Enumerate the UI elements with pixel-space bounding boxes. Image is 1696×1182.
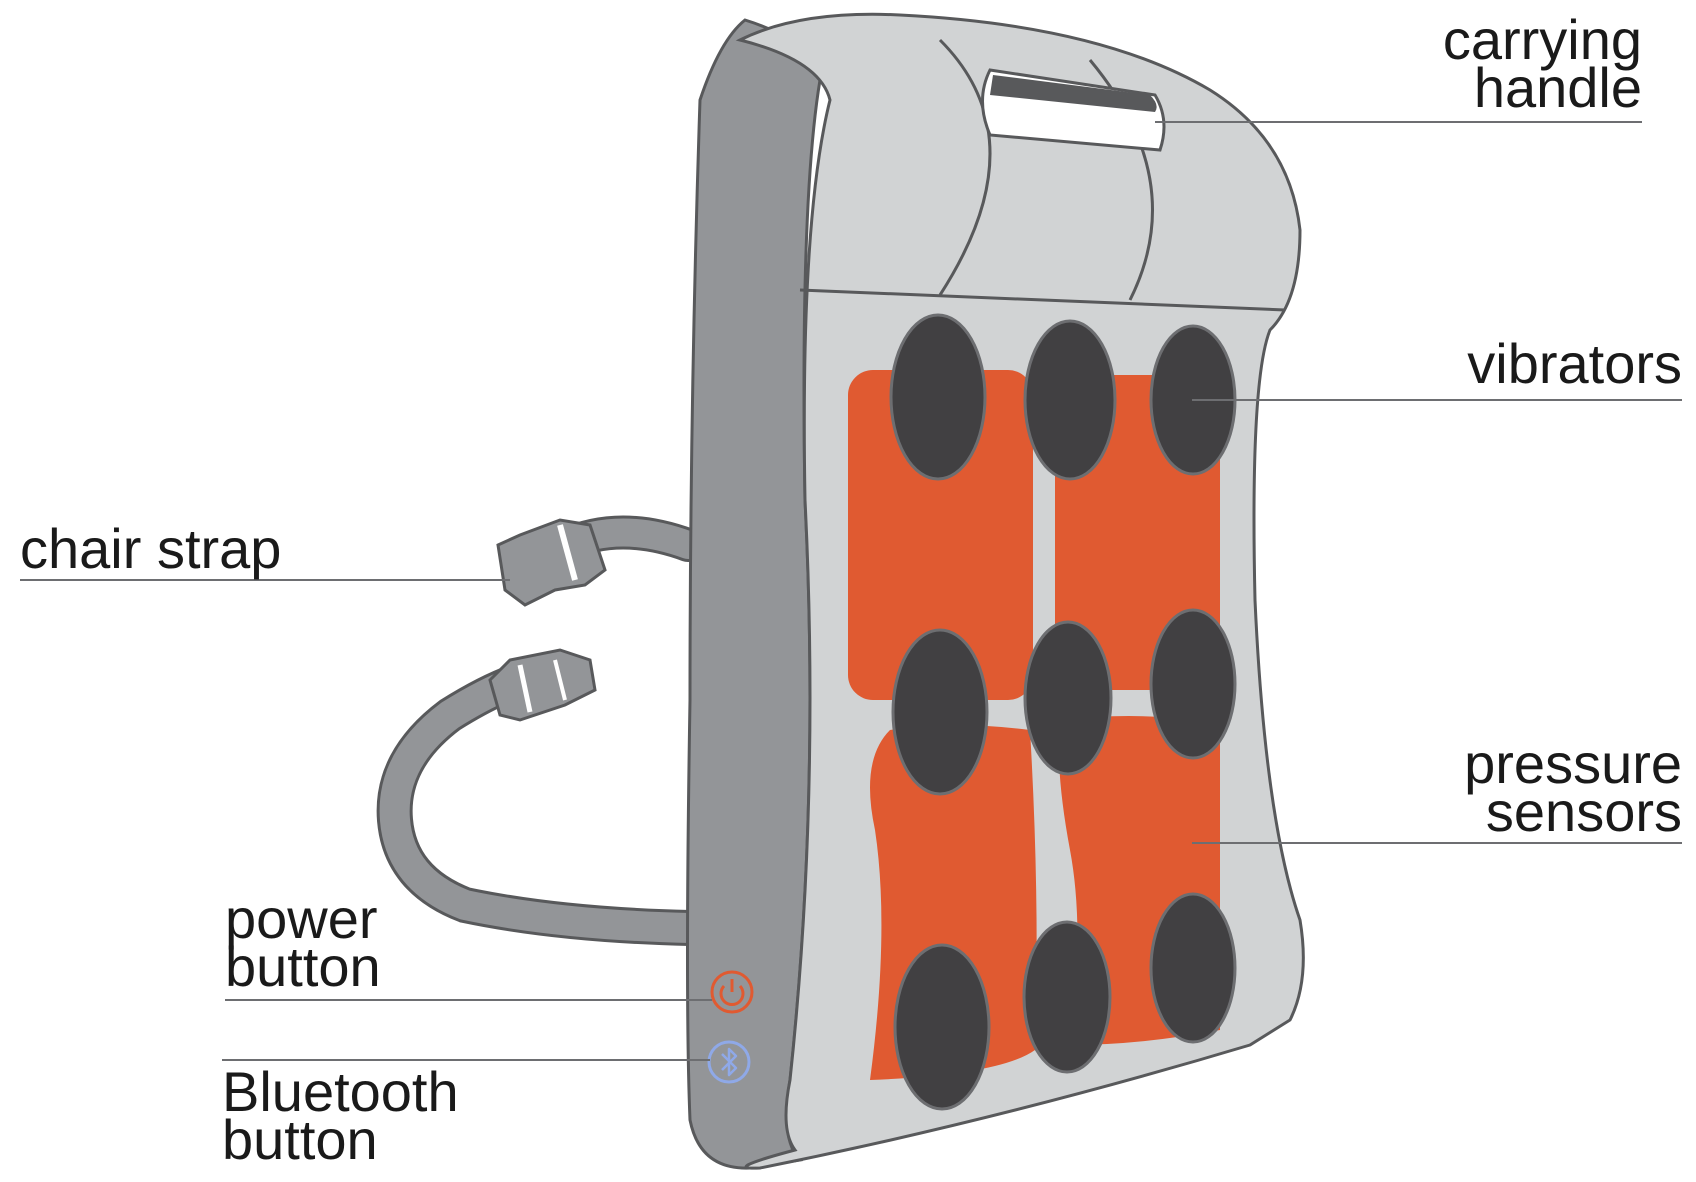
label-line: carrying: [1442, 8, 1642, 71]
label-line: power: [225, 887, 378, 950]
vibrator: [1023, 620, 1113, 776]
label-line: Bluetooth: [222, 1060, 459, 1123]
leader-lines: [20, 121, 1682, 1061]
label-line: button: [225, 935, 381, 998]
label-line: chair strap: [20, 517, 282, 580]
carrying-handle: [981, 68, 1166, 152]
pressure-sensor: [848, 370, 1033, 700]
label-bluetooth-button: Bluetooth button: [222, 1060, 459, 1171]
label-line: vibrators: [1467, 332, 1682, 395]
label-chair-strap: chair strap: [20, 517, 282, 580]
bluetooth-icon[interactable]: [707, 1040, 751, 1084]
label-line: handle: [1473, 56, 1642, 119]
label-pressure-sensors: pressure sensors: [1380, 732, 1682, 843]
vibrator: [1149, 608, 1237, 760]
vibrator: [893, 943, 991, 1111]
vibrators: [889, 313, 1237, 1111]
vibrator: [1023, 319, 1117, 481]
vibrator: [889, 313, 987, 481]
power-icon[interactable]: [710, 970, 754, 1014]
vibrator: [1149, 892, 1237, 1044]
label-vibrators: vibrators: [1400, 332, 1682, 395]
chair-strap-lower: [376, 648, 708, 946]
label-power-button: power button: [225, 887, 381, 998]
vibrator: [1022, 920, 1112, 1074]
vibrator: [891, 628, 989, 796]
label-line: pressure: [1464, 732, 1682, 795]
label-carrying-handle: carrying handle: [1380, 8, 1642, 119]
label-line: sensors: [1485, 780, 1682, 843]
chair-strap-upper: [496, 515, 705, 607]
label-line: button: [222, 1108, 378, 1171]
